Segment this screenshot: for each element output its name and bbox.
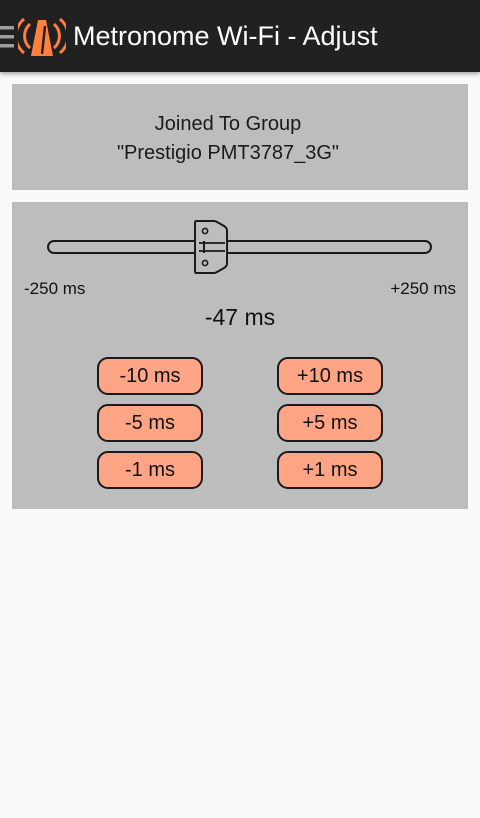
app-bar: Metronome Wi-Fi - Adjust [0,0,480,72]
slider-thumb [194,220,229,274]
plus-5ms-button[interactable]: +5 ms [277,404,383,442]
slider-track [47,240,432,254]
offset-value-label: -47 ms [204,304,276,330]
offset-slider[interactable] [40,212,440,282]
app-title: Metronome Wi-Fi - Adjust [73,21,378,51]
metronome-logo-icon [18,17,66,56]
minus-5ms-button[interactable]: -5 ms [97,404,203,442]
minus-1ms-button[interactable]: -1 ms [97,451,203,489]
group-name-label: "Prestigio PMT3787_3G" [116,142,340,164]
menu-icon[interactable] [0,26,14,48]
range-max-label: +250 ms [390,279,456,298]
group-status-panel [12,84,468,190]
group-status-label: Joined To Group [154,113,302,135]
range-min-label: -250 ms [24,279,86,298]
plus-10ms-button[interactable]: +10 ms [277,357,383,395]
plus-1ms-button[interactable]: +1 ms [277,451,383,489]
minus-10ms-button[interactable]: -10 ms [97,357,203,395]
